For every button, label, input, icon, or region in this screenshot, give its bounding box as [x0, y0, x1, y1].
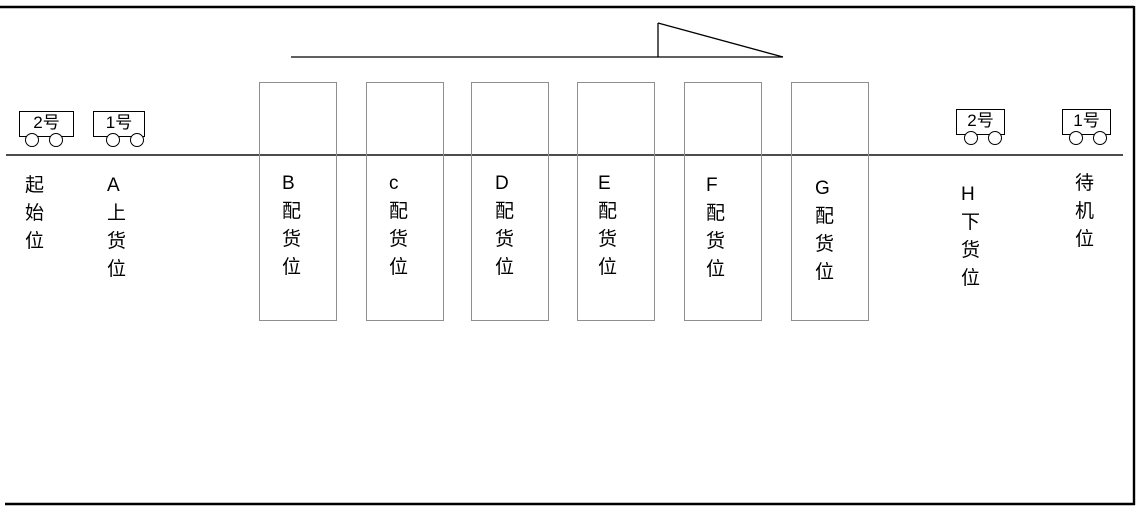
cart-right-no2: 2号 — [956, 109, 1005, 145]
cart-wheel-icon — [49, 133, 63, 147]
station-box-G — [791, 82, 869, 321]
cart-label: 2号 — [33, 113, 60, 132]
station-box-F — [684, 82, 762, 321]
station-box-B — [259, 82, 337, 321]
flag-hypotenuse — [657, 22, 784, 58]
cart-wheel-icon — [1093, 131, 1107, 145]
cart-label: 1号 — [1073, 111, 1100, 130]
cart-left-no1: 1号 — [93, 111, 145, 147]
cart-wheel-icon — [988, 131, 1002, 145]
station-box-E — [577, 82, 655, 321]
cart-wheel-icon — [25, 133, 39, 147]
station-box-D — [471, 82, 549, 321]
station-label-standby: 待机位 — [1075, 173, 1095, 250]
cart-wheel-icon — [106, 133, 120, 147]
cart-wheel-icon — [964, 131, 978, 145]
cart-wheel-icon — [1069, 131, 1083, 145]
cart-right-no1: 1号 — [1062, 109, 1111, 145]
station-box-c — [366, 82, 444, 321]
cart-wheel-icon — [130, 133, 144, 147]
cart-left-no2: 2号 — [19, 111, 74, 147]
flag-marker — [291, 22, 784, 58]
cart-label: 1号 — [105, 113, 133, 132]
cart-label: 2号 — [967, 111, 994, 130]
station-label-start: 起始位 — [25, 175, 45, 252]
